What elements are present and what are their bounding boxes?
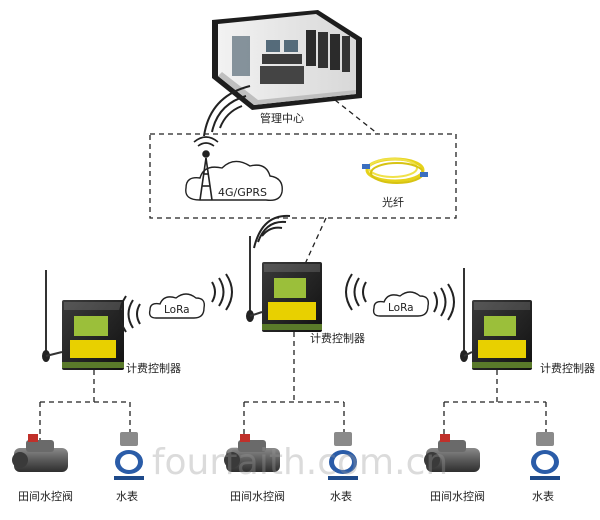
billing-controller-left xyxy=(42,270,124,370)
lora-link-left xyxy=(119,273,233,333)
water-meter-1 xyxy=(114,432,144,480)
lora-label-left: LoRa xyxy=(164,304,190,316)
water-meter-2 xyxy=(328,432,358,480)
billing-controller-center xyxy=(246,236,322,332)
wireless-signal-icon xyxy=(203,85,251,137)
field-valve-2 xyxy=(224,434,280,472)
meter-label-3: 水表 xyxy=(532,489,554,503)
controller-label-right: 计费控制器 xyxy=(540,361,595,375)
field-links xyxy=(39,332,547,440)
management-center-label: 管理中心 xyxy=(260,111,304,125)
controller-label-left: 计费控制器 xyxy=(126,361,181,375)
cellular-label: 4G/GPRS xyxy=(218,186,267,199)
controller-label-center: 计费控制器 xyxy=(310,331,365,345)
billing-controller-right xyxy=(460,268,532,370)
management-center-room xyxy=(212,10,362,110)
fiber-optic-icon xyxy=(362,157,428,184)
wireless-signal-icon xyxy=(253,214,291,249)
water-meter-3 xyxy=(530,432,560,480)
meter-label-2: 水表 xyxy=(330,489,352,503)
cellular-tower-icon xyxy=(185,136,283,202)
field-valve-3 xyxy=(424,434,480,472)
watermark: fourfaith.com.cn xyxy=(152,442,448,483)
valve-label-2: 田间水控阀 xyxy=(230,489,285,503)
network-box xyxy=(149,133,457,219)
valve-label-3: 田间水控阀 xyxy=(430,489,485,503)
valve-label-1: 田间水控阀 xyxy=(18,489,73,503)
meter-label-1: 水表 xyxy=(116,489,138,503)
lora-label-right: LoRa xyxy=(388,302,414,314)
fiber-label: 光纤 xyxy=(382,195,404,209)
link-box-controller xyxy=(304,217,327,265)
link-center-box xyxy=(334,99,379,135)
field-valve-1 xyxy=(12,434,68,472)
lora-link-right xyxy=(345,273,455,321)
